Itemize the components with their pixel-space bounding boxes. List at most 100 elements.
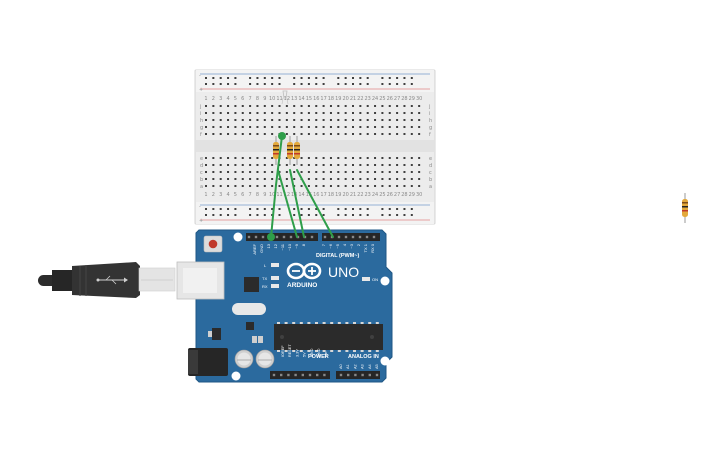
breadboard-hole[interactable]	[403, 214, 406, 216]
breadboard-hole[interactable]	[410, 178, 413, 180]
breadboard-hole[interactable]	[344, 126, 347, 128]
breadboard-hole[interactable]	[205, 77, 207, 79]
breadboard-hole[interactable]	[329, 157, 332, 159]
breadboard-hole[interactable]	[366, 208, 369, 210]
breadboard-hole[interactable]	[227, 83, 230, 85]
breadboard-hole[interactable]	[337, 171, 340, 173]
breadboard-hole[interactable]	[344, 157, 347, 159]
breadboard-hole[interactable]	[337, 208, 340, 210]
breadboard-hole[interactable]	[249, 164, 252, 166]
breadboard-hole[interactable]	[234, 126, 237, 128]
breadboard-hole[interactable]	[396, 105, 399, 107]
breadboard-hole[interactable]	[352, 178, 354, 180]
breadboard-hole[interactable]	[278, 214, 281, 216]
breadboard-hole[interactable]	[307, 105, 310, 107]
digital-pin-header[interactable]	[246, 233, 380, 241]
header-pin[interactable]	[365, 235, 369, 239]
breadboard-hole[interactable]	[241, 112, 244, 114]
wire-pin-11[interactable]	[277, 169, 298, 238]
breadboard-hole[interactable]	[241, 164, 244, 166]
breadboard-hole[interactable]	[418, 126, 421, 128]
breadboard-hole[interactable]	[315, 164, 318, 166]
breadboard-hole[interactable]	[366, 119, 369, 121]
breadboard-hole[interactable]	[300, 157, 303, 159]
breadboard-hole[interactable]	[337, 126, 340, 128]
breadboard-hole[interactable]	[403, 77, 406, 79]
breadboard-hole[interactable]	[359, 157, 362, 159]
breadboard-hole[interactable]	[227, 157, 230, 159]
header-pin[interactable]	[254, 235, 258, 239]
breadboard-hole[interactable]	[241, 157, 244, 159]
breadboard-hole[interactable]	[271, 171, 274, 173]
breadboard-hole[interactable]	[219, 157, 222, 159]
power-analog-pin-header[interactable]	[270, 371, 380, 379]
breadboard-hole[interactable]	[315, 133, 318, 135]
breadboard-hole[interactable]	[219, 208, 222, 210]
breadboard-hole[interactable]	[388, 208, 391, 210]
breadboard-hole[interactable]	[418, 178, 421, 180]
breadboard-hole[interactable]	[307, 214, 310, 216]
breadboard-hole[interactable]	[234, 208, 237, 210]
breadboard-hole[interactable]	[322, 208, 325, 210]
usb-cable[interactable]	[38, 262, 176, 298]
breadboard-hole[interactable]	[337, 157, 340, 159]
breadboard-hole[interactable]	[293, 119, 296, 121]
breadboard-hole[interactable]	[388, 126, 391, 128]
breadboard-hole[interactable]	[263, 157, 266, 159]
breadboard-hole[interactable]	[396, 126, 399, 128]
breadboard-hole[interactable]	[249, 157, 252, 159]
breadboard-hole[interactable]	[315, 83, 318, 85]
breadboard-hole[interactable]	[396, 112, 399, 114]
breadboard-hole[interactable]	[278, 164, 281, 166]
breadboard-hole[interactable]	[212, 77, 215, 79]
breadboard-hole[interactable]	[396, 119, 399, 121]
breadboard-hole[interactable]	[410, 105, 413, 107]
breadboard-hole[interactable]	[315, 171, 318, 173]
breadboard-hole[interactable]	[205, 157, 207, 159]
breadboard-hole[interactable]	[300, 105, 303, 107]
breadboard-hole[interactable]	[388, 214, 391, 216]
breadboard-hole[interactable]	[322, 119, 325, 121]
breadboard-hole[interactable]	[403, 208, 406, 210]
header-pin[interactable]	[323, 373, 326, 377]
breadboard-hole[interactable]	[293, 126, 296, 128]
breadboard-hole[interactable]	[205, 185, 207, 187]
header-pin[interactable]	[310, 235, 314, 239]
breadboard-hole[interactable]	[234, 105, 237, 107]
breadboard-hole[interactable]	[271, 157, 274, 159]
breadboard-hole[interactable]	[300, 126, 303, 128]
breadboard-hole[interactable]	[256, 178, 259, 180]
breadboard-hole[interactable]	[322, 133, 325, 135]
breadboard-hole[interactable]	[337, 133, 340, 135]
breadboard-hole[interactable]	[337, 214, 340, 216]
breadboard-hole[interactable]	[285, 164, 288, 166]
breadboard-hole[interactable]	[374, 126, 377, 128]
breadboard-hole[interactable]	[271, 126, 274, 128]
header-pin[interactable]	[351, 235, 355, 239]
header-pin[interactable]	[272, 373, 276, 377]
breadboard-hole[interactable]	[381, 77, 384, 79]
breadboard-hole[interactable]	[256, 133, 259, 135]
breadboard-hole[interactable]	[234, 77, 237, 79]
breadboard-hole[interactable]	[315, 157, 318, 159]
header-pin[interactable]	[247, 235, 251, 239]
breadboard-hole[interactable]	[374, 112, 377, 114]
breadboard-hole[interactable]	[344, 133, 347, 135]
breadboard-hole[interactable]	[227, 126, 230, 128]
breadboard-hole[interactable]	[293, 208, 296, 210]
breadboard-hole[interactable]	[300, 112, 303, 114]
breadboard-hole[interactable]	[337, 83, 340, 85]
breadboard-hole[interactable]	[410, 171, 413, 173]
breadboard-hole[interactable]	[271, 119, 274, 121]
header-pin[interactable]	[261, 235, 265, 239]
breadboard-hole[interactable]	[403, 83, 406, 85]
breadboard-hole[interactable]	[249, 112, 252, 114]
breadboard-hole[interactable]	[212, 178, 215, 180]
breadboard-hole[interactable]	[403, 157, 406, 159]
header-pin[interactable]	[275, 235, 279, 239]
breadboard-hole[interactable]	[249, 83, 252, 85]
breadboard-hole[interactable]	[212, 214, 215, 216]
breadboard-hole[interactable]	[256, 164, 259, 166]
breadboard-hole[interactable]	[359, 77, 362, 79]
